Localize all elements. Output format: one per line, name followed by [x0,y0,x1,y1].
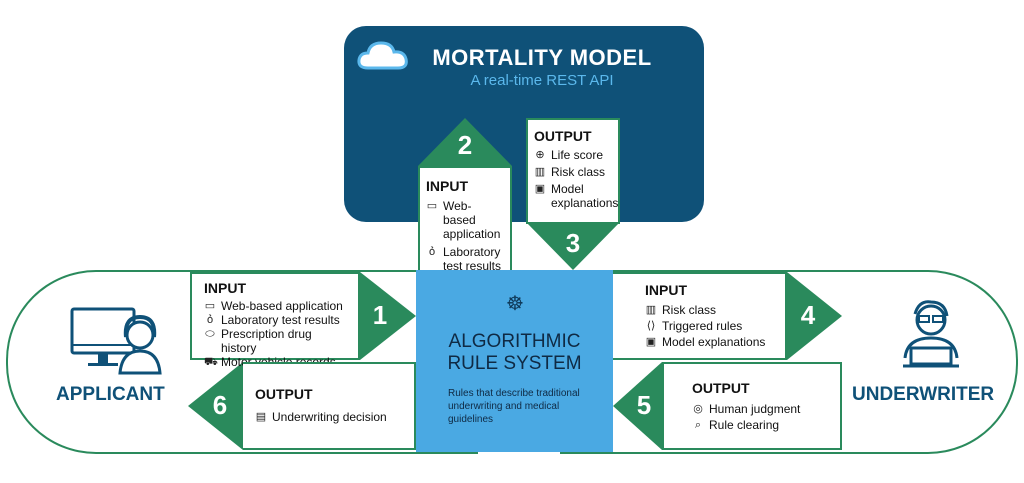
rule-system-title: ALGORITHMIC RULE SYSTEM [416,331,613,375]
list-item: ▣ Model explanations [534,182,619,210]
mortality-model-title: MORTALITY MODEL [432,45,652,70]
computer-icon: ▭ [426,200,438,212]
list-item: ỏ Laboratory test results [204,313,350,327]
list-item: ▣ Model explanations [645,335,777,349]
fingerprint-icon: ◎ [693,403,703,415]
step2-item-0: Web-based application [443,199,501,241]
step6-number: 6 [212,390,228,420]
rule-system-title-line1: ALGORITHMIC [448,331,581,352]
step2-input-card: INPUT ▭ Web-based application ỏ Laborato… [418,166,512,273]
list-item: ▭ Web-based application [426,199,504,241]
step4-item-1: Triggered rules [662,319,743,333]
step4-number: 4 [800,300,816,330]
rule-system-title-line2: RULE SYSTEM [447,353,582,374]
step5-output-card: OUTPUT ◎ Human judgment ⌕ Rule clearing [662,362,842,450]
step5-number: 5 [636,390,652,420]
step1-item-2: Prescription drug history [221,327,312,355]
step3-item-1: Risk class [551,165,606,179]
step3-title: OUTPUT [534,128,592,144]
list-item: ▭ Web-based application [204,299,350,313]
list-item: ⟨⟩ Triggered rules [645,319,777,333]
step3-item-2: Model explanations [551,182,619,210]
underwriter-label: UNDERWRITER [852,384,995,405]
step5-item-0: Human judgment [709,402,801,416]
step2-item-1: Laboratory test results [443,245,502,273]
globe-icon: ⊕ [535,149,545,161]
step6-item-0: Underwriting decision [272,410,387,424]
step6-title: OUTPUT [255,386,313,402]
pill-icon: ⬭ [205,328,215,340]
step2-title: INPUT [426,178,468,194]
flask-icon: ỏ [428,246,436,258]
list-item: ⌕ Rule clearing [692,418,832,432]
helm-icon: ☸ [506,293,524,315]
step4-item-2: Model explanations [662,335,766,349]
list-item: ▥ Risk class [534,165,612,179]
picture-icon: ▣ [534,183,546,195]
step3-number: 3 [565,228,581,258]
list-item: ◎ Human judgment [692,402,832,416]
step1-input-card: INPUT ▭ Web-based application ỏ Laborato… [190,272,360,369]
bar-chart-icon: ▥ [645,304,657,316]
step3-item-0: Life score [551,148,604,162]
mortality-model-subtitle: A real-time REST API [470,72,614,89]
code-icon: ⟨⟩ [646,320,656,332]
underwriter-icon [903,300,959,368]
applicant-icon [70,307,162,375]
computer-icon: ▭ [204,300,216,312]
step4-input-card: INPUT ▥ Risk class ⟨⟩ Triggered rules ▣ … [613,272,787,360]
list-item: ⊕ Life score [534,148,612,162]
step1-item-1: Laboratory test results [221,313,340,327]
algorithmic-rule-system-box [416,270,613,452]
bar-chart-icon: ▥ [534,166,546,178]
step1-number: 1 [372,300,388,330]
list-item: ỏ Laboratory test results [426,245,504,273]
applicant-label: APPLICANT [56,384,165,405]
step6-output-card: OUTPUT ▤ Underwriting decision [243,362,416,450]
step1-item-0: Web-based application [221,299,343,313]
document-icon: ▤ [255,411,267,423]
truck-icon: ⛟ [204,356,218,368]
step3-output-card: OUTPUT ⊕ Life score ▥ Risk class ▣ Model… [526,118,620,224]
picture-icon: ▣ [645,336,657,348]
cloud-icon [357,41,408,70]
step5-item-1: Rule clearing [709,418,780,432]
step4-item-0: Risk class [662,303,717,317]
flask-icon: ỏ [206,314,214,326]
list-item: ⬭ Prescription drug history [204,327,350,355]
step2-number: 2 [457,130,473,160]
step5-title: OUTPUT [692,380,750,396]
rule-system-description: Rules that describe traditional underwri… [448,388,580,425]
step1-title: INPUT [204,280,246,296]
search-icon: ⌕ [694,419,702,431]
list-item: ▤ Underwriting decision [255,410,406,424]
step4-title: INPUT [645,282,687,298]
list-item: ▥ Risk class [645,303,777,317]
